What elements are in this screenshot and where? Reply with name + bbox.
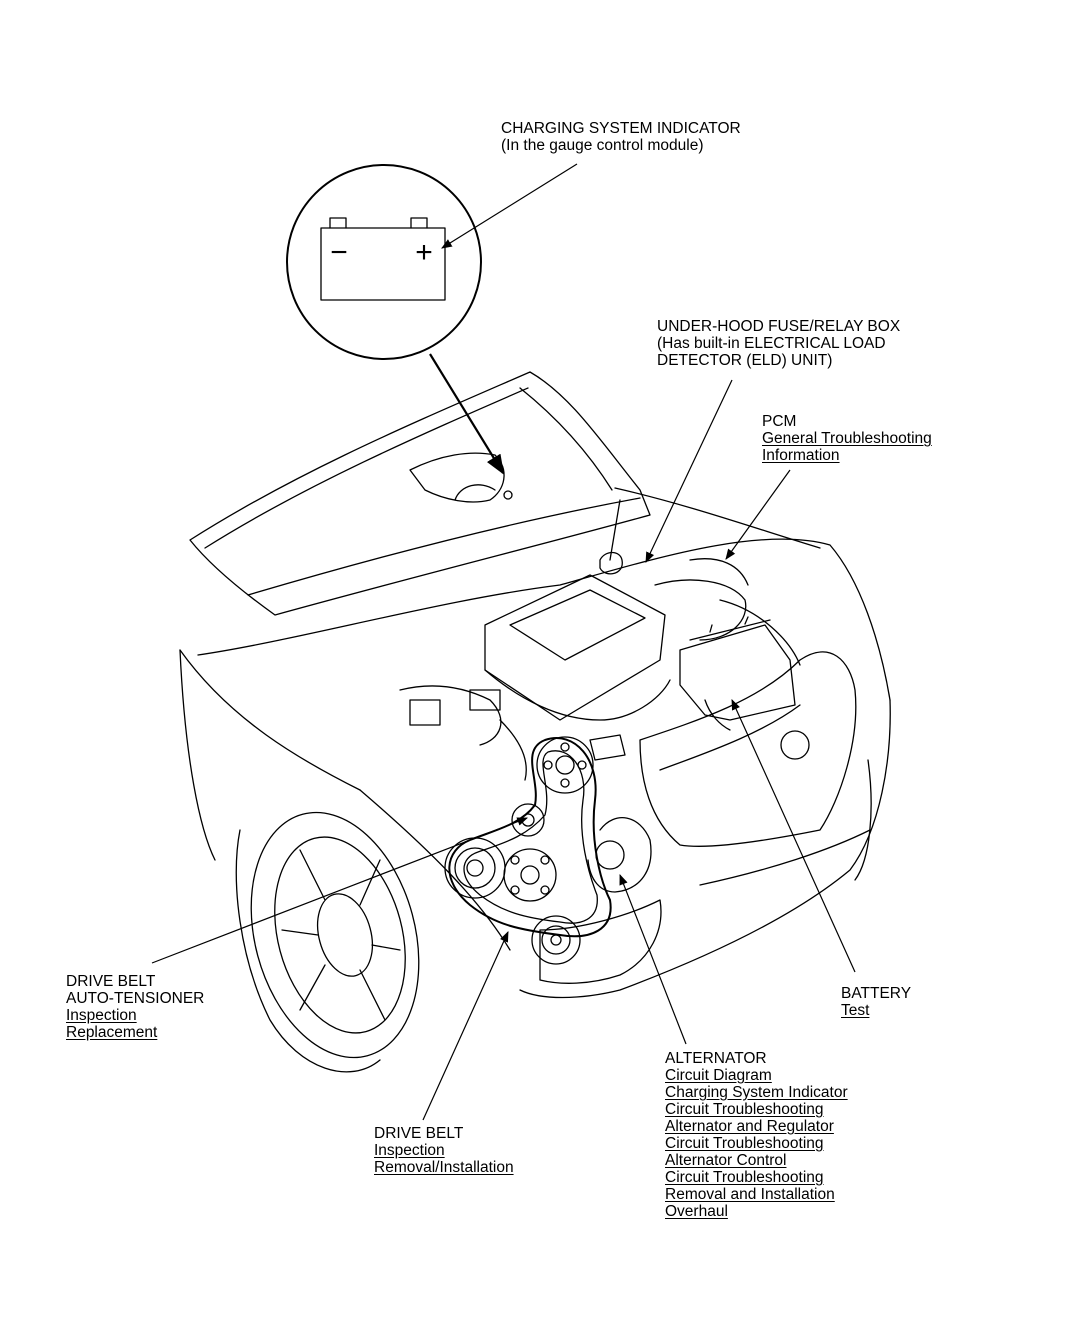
auto-tensioner-title-2: AUTO-TENSIONER xyxy=(66,990,205,1007)
leader-indicator-to-dash xyxy=(429,353,505,475)
auto-tensioner-title-1: DRIVE BELT xyxy=(66,973,156,990)
fuse-box-note-2: DETECTOR (ELD) UNIT) xyxy=(657,352,833,369)
charging-indicator-callout-circle xyxy=(286,164,482,360)
pcm-title: PCM xyxy=(762,413,797,430)
vehicle-body xyxy=(179,487,891,999)
battery-unit xyxy=(679,616,796,731)
alternator-link-circuit-troubleshooting-2[interactable]: Circuit Troubleshooting xyxy=(665,1135,824,1152)
engine-assembly xyxy=(399,551,801,781)
leader-charging-indicator xyxy=(441,163,578,249)
alternator-title: ALTERNATOR xyxy=(665,1050,767,1067)
leader-alternator xyxy=(619,873,687,1045)
battery-title: BATTERY xyxy=(841,985,912,1002)
fuse-box-note-1: (Has built-in ELECTRICAL LOAD xyxy=(657,335,886,352)
indicator-minus-symbol: − xyxy=(330,236,348,269)
pcm-label: PCM General Troubleshooting Information xyxy=(762,413,932,464)
charging-indicator-note: (In the gauge control module) xyxy=(501,137,704,154)
leader-battery xyxy=(731,699,856,973)
alternator-link-circuit-troubleshooting-1[interactable]: Circuit Troubleshooting xyxy=(665,1101,824,1118)
leader-drive-belt xyxy=(422,931,509,1121)
fuse-box-title: UNDER-HOOD FUSE/RELAY BOX xyxy=(657,318,901,335)
alternator-link-circuit-troubleshooting-3[interactable]: Circuit Troubleshooting xyxy=(665,1169,824,1186)
charging-indicator-title: CHARGING SYSTEM INDICATOR xyxy=(501,120,741,137)
alternator-link-circuit-diagram[interactable]: Circuit Diagram xyxy=(665,1067,772,1084)
alternator-link-removal-and-installation[interactable]: Removal and Installation xyxy=(665,1186,835,1203)
auto-tensioner-link-replacement[interactable]: Replacement xyxy=(66,1024,158,1041)
leader-pcm xyxy=(725,469,791,560)
alternator-link-overhaul[interactable]: Overhaul xyxy=(665,1203,728,1220)
battery-label: BATTERY Test xyxy=(841,985,911,1019)
drive-belt-link-removal-installation[interactable]: Removal/Installation xyxy=(374,1159,514,1176)
alternator-link-alternator-and-regulator[interactable]: Alternator and Regulator xyxy=(665,1118,834,1135)
battery-link-test[interactable]: Test xyxy=(841,1002,870,1019)
alternator-link-charging-system-indicator[interactable]: Charging System Indicator xyxy=(665,1084,848,1101)
drive-belt-and-pulleys xyxy=(444,736,652,965)
charging-indicator-label: CHARGING SYSTEM INDICATOR (In the gauge … xyxy=(501,120,741,154)
drive-belt-title: DRIVE BELT xyxy=(374,1125,464,1142)
front-wheel xyxy=(235,811,420,1073)
indicator-plus-symbol: + xyxy=(415,236,433,269)
fuse-box-label: UNDER-HOOD FUSE/RELAY BOX (Has built-in … xyxy=(657,318,900,369)
battery-warning-icon xyxy=(320,217,446,301)
pcm-link-general-troubleshooting[interactable]: General Troubleshooting xyxy=(762,430,932,447)
leader-auto-tensioner xyxy=(151,817,529,964)
open-hood xyxy=(189,371,651,616)
leader-fuse-box xyxy=(645,379,733,563)
drive-belt-label: DRIVE BELT Inspection Removal/Installati… xyxy=(374,1125,514,1176)
drive-belt-link-inspection[interactable]: Inspection xyxy=(374,1142,445,1159)
auto-tensioner-label: DRIVE BELT AUTO-TENSIONER Inspection Rep… xyxy=(66,973,204,1041)
pcm-link-information[interactable]: Information xyxy=(762,447,840,464)
alternator-label: ALTERNATOR Circuit Diagram Charging Syst… xyxy=(665,1050,848,1220)
auto-tensioner-link-inspection[interactable]: Inspection xyxy=(66,1007,137,1024)
alternator-link-alternator-control[interactable]: Alternator Control xyxy=(665,1152,787,1169)
